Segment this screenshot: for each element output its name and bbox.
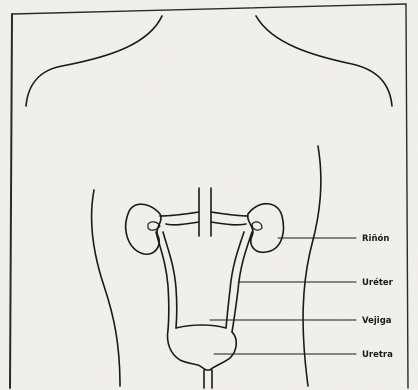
bladder [168, 330, 237, 370]
torso-right-shoulder [256, 16, 392, 106]
frame-left-edge [10, 14, 12, 388]
renal-vessel-right-upper [211, 212, 248, 216]
frame-right-edge [406, 4, 408, 388]
renal-vessel-right-lower [211, 222, 246, 225]
renal-vessel-left-lower [166, 222, 199, 225]
urethra [204, 370, 212, 388]
ureter-left-inner [163, 232, 177, 328]
renal-vessel-left-upper [160, 212, 199, 216]
torso-left-flank [92, 190, 120, 386]
torso-left-shoulder [26, 16, 162, 106]
kidney-right-pelvis [252, 222, 262, 230]
torso-right-flank [303, 146, 321, 386]
label-urethra: Uretra [362, 350, 393, 360]
label-ureter: Uréter [362, 277, 394, 288]
label-bladder: Vejiga [362, 316, 392, 326]
frame-top-edge [12, 4, 406, 14]
bladder-top [176, 325, 226, 328]
label-kidney: Riñón [362, 233, 389, 244]
